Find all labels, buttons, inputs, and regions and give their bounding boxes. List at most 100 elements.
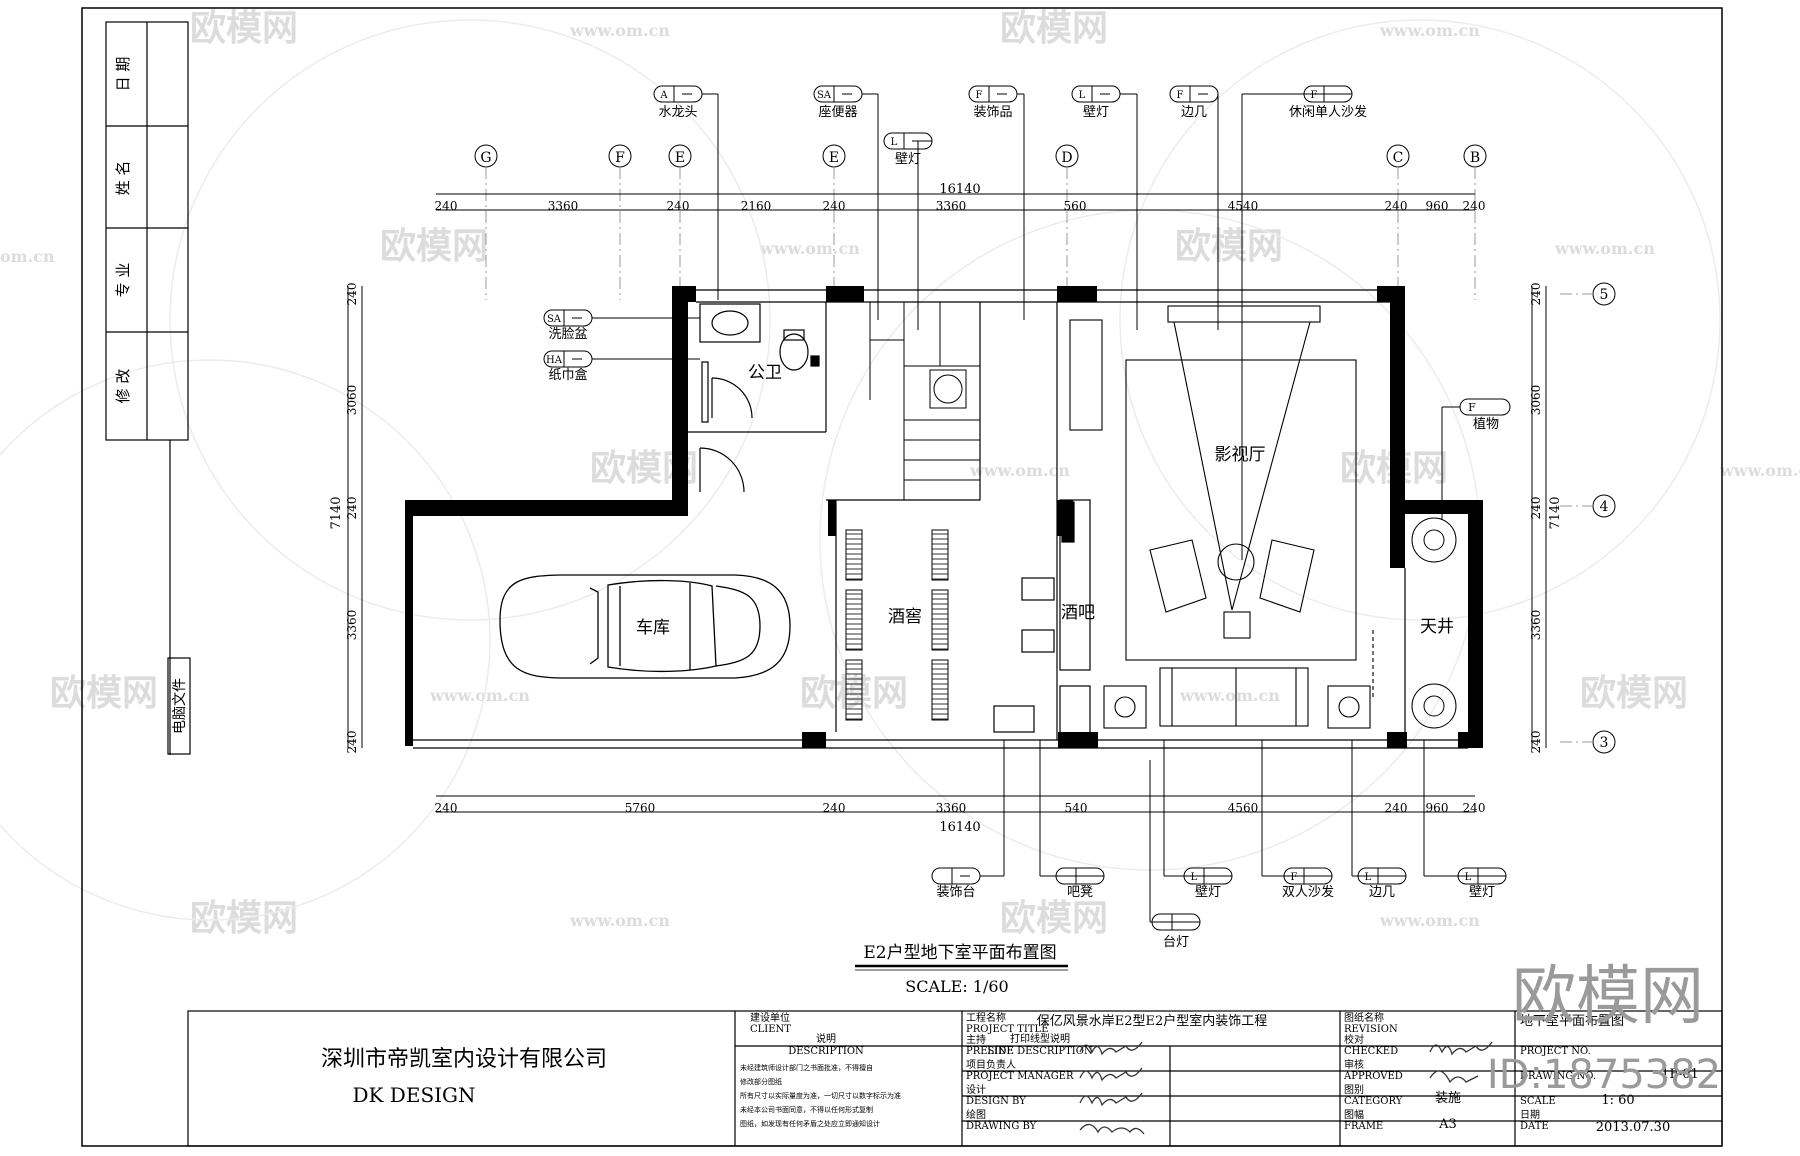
dim-label: 3360 xyxy=(345,610,359,641)
tag-label: 装饰台 xyxy=(936,885,975,900)
dim-label: 560 xyxy=(1064,199,1087,213)
dim-label: 4540 xyxy=(1228,199,1259,213)
watermark-url: www.om.cn xyxy=(759,239,860,258)
dim-right-total: 7140 xyxy=(1548,496,1563,529)
dim-label: 240 xyxy=(345,731,359,754)
dim-label: 240 xyxy=(345,283,359,306)
dim-label: 540 xyxy=(1065,801,1088,815)
desc-note-line: 未经本公司书面同意，不得以任何形式复制 xyxy=(740,1105,873,1114)
axis-label: D xyxy=(1061,150,1072,166)
axis-label: G xyxy=(480,150,491,166)
wc-fixtures xyxy=(699,303,820,493)
axis-label: B xyxy=(1470,150,1480,166)
desc-note-line: 修改部分图纸 xyxy=(740,1077,782,1086)
dim-label: 3360 xyxy=(548,199,579,213)
tag-label: 休闲单人沙发 xyxy=(1289,104,1367,120)
watermark-url: www.om.cn xyxy=(1379,21,1480,40)
project-no-label: PROJECT NO. xyxy=(1520,1046,1591,1057)
dim-label: 240 xyxy=(1463,199,1486,213)
project-label-cn: 工程名称 xyxy=(966,1011,1006,1024)
dim-label: 4560 xyxy=(1228,801,1259,815)
room-label-skylight: 天井 xyxy=(1420,617,1454,637)
frame-cn: 图幅 xyxy=(1344,1108,1364,1121)
watermark-url: www.om.cn xyxy=(1379,911,1480,930)
tag-label: 装饰品 xyxy=(973,105,1012,120)
dim-label: 240 xyxy=(823,199,846,213)
axis-label: 5 xyxy=(1600,287,1609,303)
dim-label: 5760 xyxy=(625,801,656,815)
category-cn: 图别 xyxy=(1344,1084,1364,1096)
axis-label: 3 xyxy=(1600,735,1609,751)
dim-label: 240 xyxy=(823,801,846,815)
scale-value: 1: 60 xyxy=(1601,1093,1634,1108)
tag-label: 台灯 xyxy=(1163,935,1189,950)
watermark-brand: 欧模网 xyxy=(1175,225,1283,267)
watermark-url: www.om.cn xyxy=(1179,686,1280,705)
dim-label: 240 xyxy=(1463,801,1486,815)
line-desc-label-cn: 打印线型说明 xyxy=(1010,1032,1070,1045)
watermark-brand: 欧模网 xyxy=(1580,672,1688,714)
staircase xyxy=(869,301,981,501)
preside-cn: 主持 xyxy=(966,1033,986,1046)
tag-label: 边几 xyxy=(1181,105,1207,120)
axis-label: E xyxy=(675,150,685,166)
client-label-en: CLIENT xyxy=(750,1024,791,1035)
tag-label: 壁灯 xyxy=(1083,105,1109,120)
tag-code: SA xyxy=(547,314,562,325)
callout-tag-right: F 植物 xyxy=(1441,398,1511,520)
axis-label: F xyxy=(615,150,625,166)
dim-label: 240 xyxy=(345,497,359,520)
dim-label: 240 xyxy=(1385,199,1408,213)
dim-label: 240 xyxy=(1529,283,1543,306)
watermark-brand: 欧模网 xyxy=(1000,897,1108,939)
watermark-brand-large: 欧模网 xyxy=(1512,960,1704,1034)
tag-label: 壁灯 xyxy=(1195,885,1221,900)
watermark-url: www.om.cn xyxy=(569,21,670,40)
watermark-brand: 欧模网 xyxy=(380,225,488,267)
tag-code: HA xyxy=(546,355,563,366)
wine-rack-hatching xyxy=(846,533,948,720)
manager-cn: 项目负责人 xyxy=(966,1058,1016,1071)
project-name: 保亿风景水岸E2型E2户型室内装饰工程 xyxy=(1037,1013,1268,1029)
tag-code: F xyxy=(1311,90,1318,101)
strip-row-revision: 修 改 xyxy=(114,369,132,404)
dim-label: 3360 xyxy=(936,801,967,815)
grid-axes-right: 543 xyxy=(1560,282,1616,754)
company-name-en: DK DESIGN xyxy=(352,1083,475,1107)
dim-label: 240 xyxy=(1385,801,1408,815)
tag-bubble xyxy=(931,867,981,885)
dim-label: 240 xyxy=(1529,731,1543,754)
dim-top-total: 16140 xyxy=(939,182,980,197)
project-label-en: PROJECT TITLE xyxy=(966,1024,1049,1035)
dim-label: 3360 xyxy=(1529,610,1543,641)
watermark-url: www.om.cn xyxy=(969,461,1070,480)
watermark-url: www.om.cn xyxy=(569,911,670,930)
dim-label: 960 xyxy=(1426,199,1449,213)
garage-car xyxy=(499,574,791,679)
desc-label-cn: 说明 xyxy=(816,1032,836,1045)
tag-label: 座便器 xyxy=(818,105,857,120)
tag-code: A xyxy=(659,90,668,101)
wine-racks xyxy=(845,529,949,721)
left-revision-strip xyxy=(105,21,191,755)
line-desc-label-en: LINE DESCRIPTION xyxy=(987,1046,1093,1057)
watermark-brand: 欧模网 xyxy=(800,672,908,714)
tag-code: L xyxy=(891,137,898,148)
frame-en: FRAME xyxy=(1344,1121,1383,1132)
tag-code: L xyxy=(1465,872,1472,883)
dim-label: 3060 xyxy=(1529,385,1543,416)
desc-label-en: DESCRIPTION xyxy=(788,1046,864,1057)
preside-en: PRESIDE xyxy=(966,1046,1014,1057)
checked-cn: 校对 xyxy=(1344,1033,1364,1046)
strip-row-discipline: 专 业 xyxy=(114,263,132,298)
tag-code: F xyxy=(976,90,983,101)
computer-file-label: 电脑文件 xyxy=(172,678,188,734)
tag-label: 吧凳 xyxy=(1067,884,1093,900)
design-cn: 设计 xyxy=(966,1083,986,1096)
room-label-theater: 影视厅 xyxy=(1215,445,1266,465)
